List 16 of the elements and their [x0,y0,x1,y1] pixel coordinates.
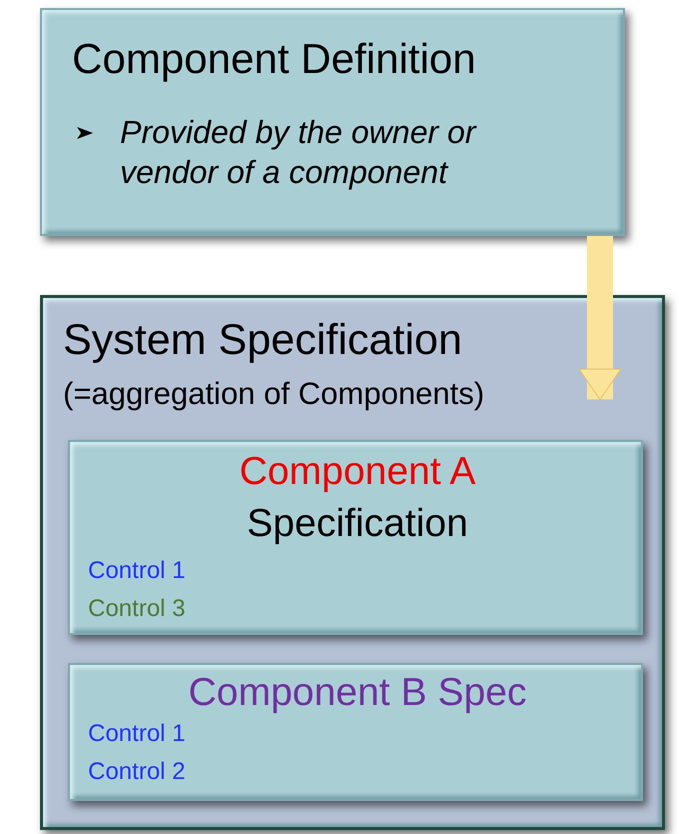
heading: Component A [238,450,477,494]
control-item: Control 1 [88,557,186,585]
heading: Component Definition [72,35,477,83]
control-item: Control 3 [88,595,186,623]
control-item: Control 1 [88,720,186,748]
spec-box [40,295,665,830]
control-item: Control 2 [88,758,186,786]
subheading: (=aggregation of Components) [63,376,486,412]
block-arrow [578,236,622,400]
spec-box [68,663,643,801]
heading: Specification [246,502,470,546]
heading: Component B Spec [187,671,528,715]
heading: System Specification [63,316,464,365]
spec-box [68,440,643,635]
description: Provided by the owner or vendor of a component [120,113,478,192]
spec-box [40,8,625,236]
